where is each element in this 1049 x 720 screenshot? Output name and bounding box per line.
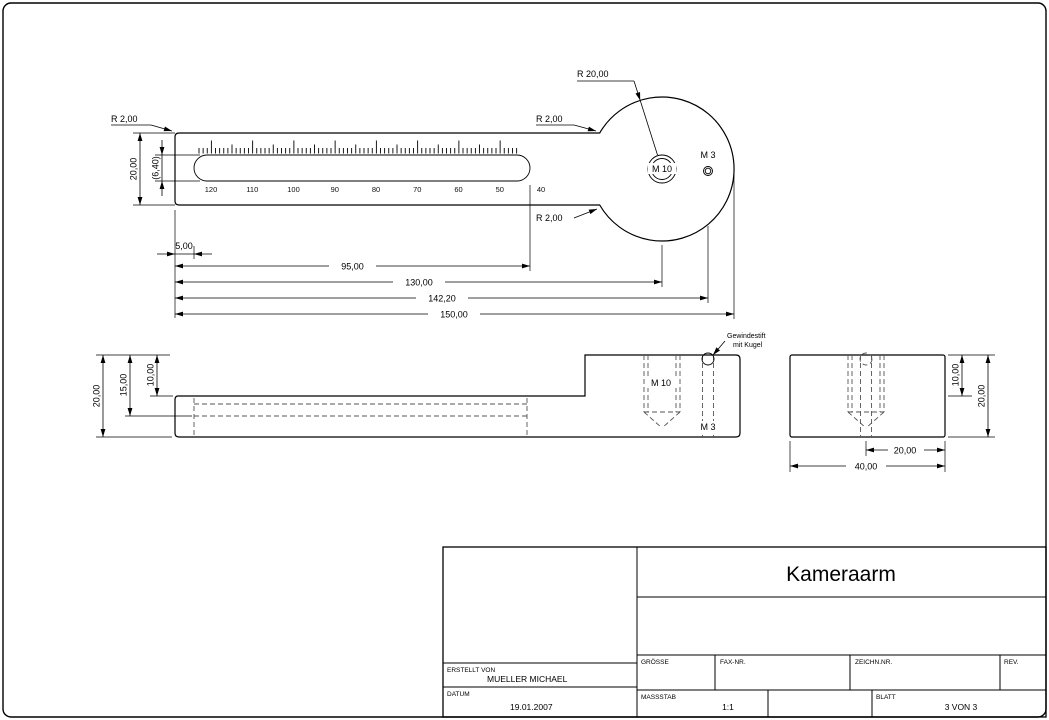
m3-label: M 3 [700, 150, 715, 160]
end-view-dimensions: 10,00 20,00 20,00 40,00 [789, 354, 995, 472]
blatt-value: 3 VON 3 [945, 702, 978, 712]
dim-95-label: 95,00 [341, 262, 364, 272]
set-screw-ball [701, 352, 715, 366]
ruler-ticks [198, 140, 518, 154]
end-dim-10-label: 10,00 [951, 364, 961, 387]
title-block: ERSTELLT VON MUELLER MICHAEL DATUM 19.01… [442, 546, 1047, 718]
callout-line1: Gewindestift [727, 333, 766, 340]
end-dim-w40-label: 40,00 [855, 462, 878, 472]
dim-150: 150,00 [175, 307, 734, 321]
dim-5-label: 5,00 [175, 241, 193, 251]
end-dim-w20-label: 20,00 [894, 446, 917, 456]
radius-leader-r2-left: R 2,00 [111, 114, 173, 132]
dim-130: 130,00 [175, 275, 662, 289]
dim-150-label: 150,00 [440, 310, 468, 320]
end-view-hidden-lines [847, 352, 885, 437]
m3-hole-outer [703, 166, 713, 176]
ruler-number: 120 [205, 185, 218, 194]
massstab-value: 1:1 [722, 702, 734, 712]
front-dim-20-label: 20,00 [92, 385, 102, 408]
length-dimensions: 5,00 95,00 130,00 142,20 150,00 [157, 174, 735, 321]
m10-label: M 10 [652, 164, 672, 174]
erstellt-von-label: ERSTELLT VON [447, 667, 495, 674]
ruler-number: 90 [331, 185, 339, 194]
ruler-slot [193, 154, 531, 182]
front-dim-15-label: 15,00 [119, 374, 129, 397]
dim-142: 142,20 [175, 291, 708, 305]
end-view-ball [859, 352, 873, 366]
front-view-dimensions: 20,00 15,00 10,00 [92, 354, 192, 438]
title-block-border [442, 546, 1047, 718]
radius-leader-r2-top-right: R 2,00 [536, 114, 597, 132]
top-view-geometry [174, 96, 735, 242]
rev-label: REV. [1004, 659, 1019, 666]
ruler-number: 60 [454, 185, 462, 194]
set-screw-callout: Gewindestift mit Kugel [712, 333, 766, 356]
ruler-number: 80 [372, 185, 380, 194]
r20-label: R 20,00 [577, 69, 609, 79]
m3-hole-inner [704, 167, 712, 175]
datum-value: 19.01.2007 [510, 702, 553, 712]
massstab-label: MASSSTAB [641, 694, 676, 701]
r2-top-right-label: R 2,00 [536, 114, 563, 124]
r2-left-label: R 2,00 [111, 114, 138, 124]
drawing-title: Kameraarm [786, 563, 896, 586]
top-view: 120 110 100 90 80 70 60 50 40 M 10 M 3 R… [111, 69, 735, 242]
callout-line2: mit Kugel [733, 342, 763, 349]
dim-6-40-label: (6,40) [151, 156, 161, 180]
end-view-body [789, 354, 946, 438]
dim-95: 95,00 [175, 259, 530, 273]
datum-label: DATUM [447, 691, 470, 698]
dim-142-label: 142,20 [428, 294, 456, 304]
fax-label: FAX-NR. [720, 659, 746, 666]
dim-20-label: 20,00 [129, 158, 139, 181]
r2-bottom-right-label: R 2,00 [536, 213, 563, 223]
radius-leader-r20: R 20,00 [577, 69, 658, 156]
front-view: M 10 M 3 Gewindestift mit Kugel 20,00 15… [92, 333, 766, 438]
ruler-number: 70 [413, 185, 421, 194]
radius-leader-r2-bottom-right: R 2,00 [536, 208, 598, 223]
front-m10-label: M 10 [651, 378, 671, 388]
dim-top-height: 20,00 [129, 132, 175, 206]
dim-130-label: 130,00 [405, 278, 433, 288]
front-dim-10-label: 10,00 [146, 364, 156, 387]
zeichn-label: ZEICHN.NR. [855, 659, 892, 666]
end-dim-20-label: 20,00 [977, 385, 987, 408]
dim-5: 5,00 [157, 241, 212, 257]
ruler-number: 110 [246, 185, 258, 194]
ruler-number: 100 [287, 185, 300, 194]
ruler-number: 40 [537, 185, 545, 194]
ruler-numbers: 120 110 100 90 80 70 60 50 40 [205, 185, 545, 194]
erstellt-von-value: MUELLER MICHAEL [487, 674, 568, 684]
ruler-number: 50 [496, 185, 504, 194]
groesse-label: GRÖSSE [641, 658, 669, 666]
end-view: 10,00 20,00 20,00 40,00 [789, 352, 995, 472]
blatt-label: BLATT [876, 694, 896, 701]
dim-slot-height: (6,40) [151, 140, 200, 196]
front-m3-label: M 3 [700, 422, 715, 432]
